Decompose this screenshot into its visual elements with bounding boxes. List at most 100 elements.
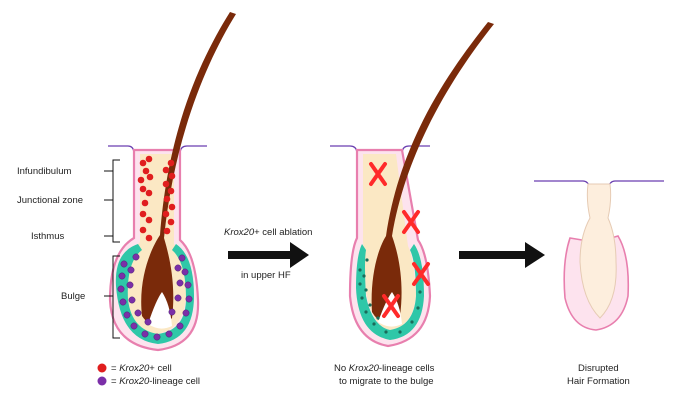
lineage-cell (123, 311, 131, 319)
bulge-dot (365, 258, 369, 262)
left-hair-shaft (141, 12, 236, 327)
ablation-x-mark (382, 294, 400, 318)
krox20-cell (141, 199, 149, 207)
bulge-dot (358, 282, 362, 286)
krox20-cell (139, 226, 147, 234)
legend: = Krox20+ cell = Krox20-lineage cell (97, 363, 200, 387)
bulge-dot (398, 330, 402, 334)
lineage-cell (168, 308, 176, 316)
bulge-dot (368, 303, 372, 307)
bulge-dot (384, 330, 388, 334)
lineage-cell (119, 298, 127, 306)
krox20-cell (168, 172, 176, 180)
right-caption-line1: Disrupted (578, 363, 619, 374)
label-junctional-zone: Junctional zone (17, 195, 83, 206)
bulge-dot (418, 290, 422, 294)
bulge-dot (360, 296, 364, 300)
krox20-cell (137, 176, 145, 184)
lineage-cell (182, 309, 190, 317)
bulge-dot (364, 310, 368, 314)
lineage-cell (144, 318, 152, 326)
lineage-cell (118, 272, 126, 280)
upper-bracket (104, 159, 120, 243)
left-dermal-papilla (148, 292, 172, 329)
left-lineage-cells (117, 253, 193, 341)
left-follicle (108, 12, 236, 352)
middle-caption-line1: No Krox20-lineage cells (334, 363, 435, 374)
krox20-cell (168, 203, 176, 211)
lineage-cell (184, 281, 192, 289)
krox20-cell (145, 189, 153, 197)
region-labels: Infundibulum Junctional zone Isthmus Bul… (17, 159, 120, 339)
krox20-cell (142, 167, 150, 175)
ablation-x-mark (369, 162, 387, 186)
ablation-x-mark (412, 262, 430, 286)
krox20-cell (163, 195, 171, 203)
lineage-cell (174, 264, 182, 272)
lineage-cell (128, 296, 136, 304)
lineage-cell (181, 268, 189, 276)
ablation-arrow-shape (228, 242, 309, 268)
lineage-cell (176, 322, 184, 330)
ablation-arrow: Krox20+ cell ablation in upper HF (224, 227, 312, 281)
bulge-dot (410, 320, 414, 324)
middle-bulge-layer (356, 244, 424, 340)
middle-follicle (330, 22, 494, 348)
krox20-cell (162, 210, 170, 218)
left-bulge-layer (115, 244, 194, 344)
krox20-cell (145, 155, 153, 163)
label-isthmus: Isthmus (31, 231, 65, 242)
lineage-cell (120, 260, 128, 268)
ablation-x-mark (402, 210, 420, 234)
krox20-cell (162, 166, 170, 174)
lineage-cell (174, 294, 182, 302)
ablation-arrow-label-line2: in upper HF (241, 270, 291, 281)
lineage-cell (185, 295, 193, 303)
lineage-cell (134, 309, 142, 317)
lineage-cell (126, 281, 134, 289)
legend-lineage-cell-text: = Krox20-lineage cell (111, 376, 200, 387)
lineage-cell (132, 253, 140, 261)
legend-krox20-cell-text: = Krox20+ cell (111, 363, 172, 374)
ablation-arrow-label-line1: Krox20+ cell ablation (224, 227, 312, 238)
lineage-cell (117, 285, 125, 293)
krox20-cell (145, 234, 153, 242)
label-infundibulum: Infundibulum (17, 166, 71, 177)
krox20-cell (163, 227, 171, 235)
lineage-cell (176, 279, 184, 287)
result-arrow (459, 242, 545, 268)
lineage-cell (178, 254, 186, 262)
bulge-bracket (104, 255, 120, 339)
bulge-dot (358, 268, 362, 272)
middle-caption-line2: to migrate to the bulge (339, 376, 434, 387)
krox20-cell (167, 159, 175, 167)
krox20-cell (139, 185, 147, 193)
bulge-dot (372, 322, 376, 326)
legend-krox20-cell-swatch (97, 363, 107, 373)
bulge-dot (376, 316, 380, 320)
krox20-cell (146, 173, 154, 181)
right-caption-line2: Hair Formation (567, 376, 630, 387)
lineage-cell (165, 330, 173, 338)
right-inner-sheath (579, 183, 617, 319)
legend-lineage-cell-swatch (97, 376, 107, 386)
middle-hair-shaft (371, 22, 494, 324)
left-krox20-cells (137, 155, 176, 242)
disrupted-follicle (534, 180, 664, 331)
krox20-cell (167, 218, 175, 226)
krox20-cell (139, 159, 147, 167)
bulge-dot (416, 306, 420, 310)
bulge-dot (362, 274, 366, 278)
krox20-cell (167, 187, 175, 195)
krox20-cell (162, 180, 170, 188)
lineage-cell (127, 266, 135, 274)
lineage-cell (141, 330, 149, 338)
label-bulge: Bulge (61, 291, 85, 302)
bulge-dot (364, 288, 368, 292)
lineage-cell (153, 333, 161, 341)
krox20-cell (139, 210, 147, 218)
krox20-cell (145, 216, 153, 224)
ablation-marks (369, 162, 430, 318)
lineage-cell (130, 322, 138, 330)
